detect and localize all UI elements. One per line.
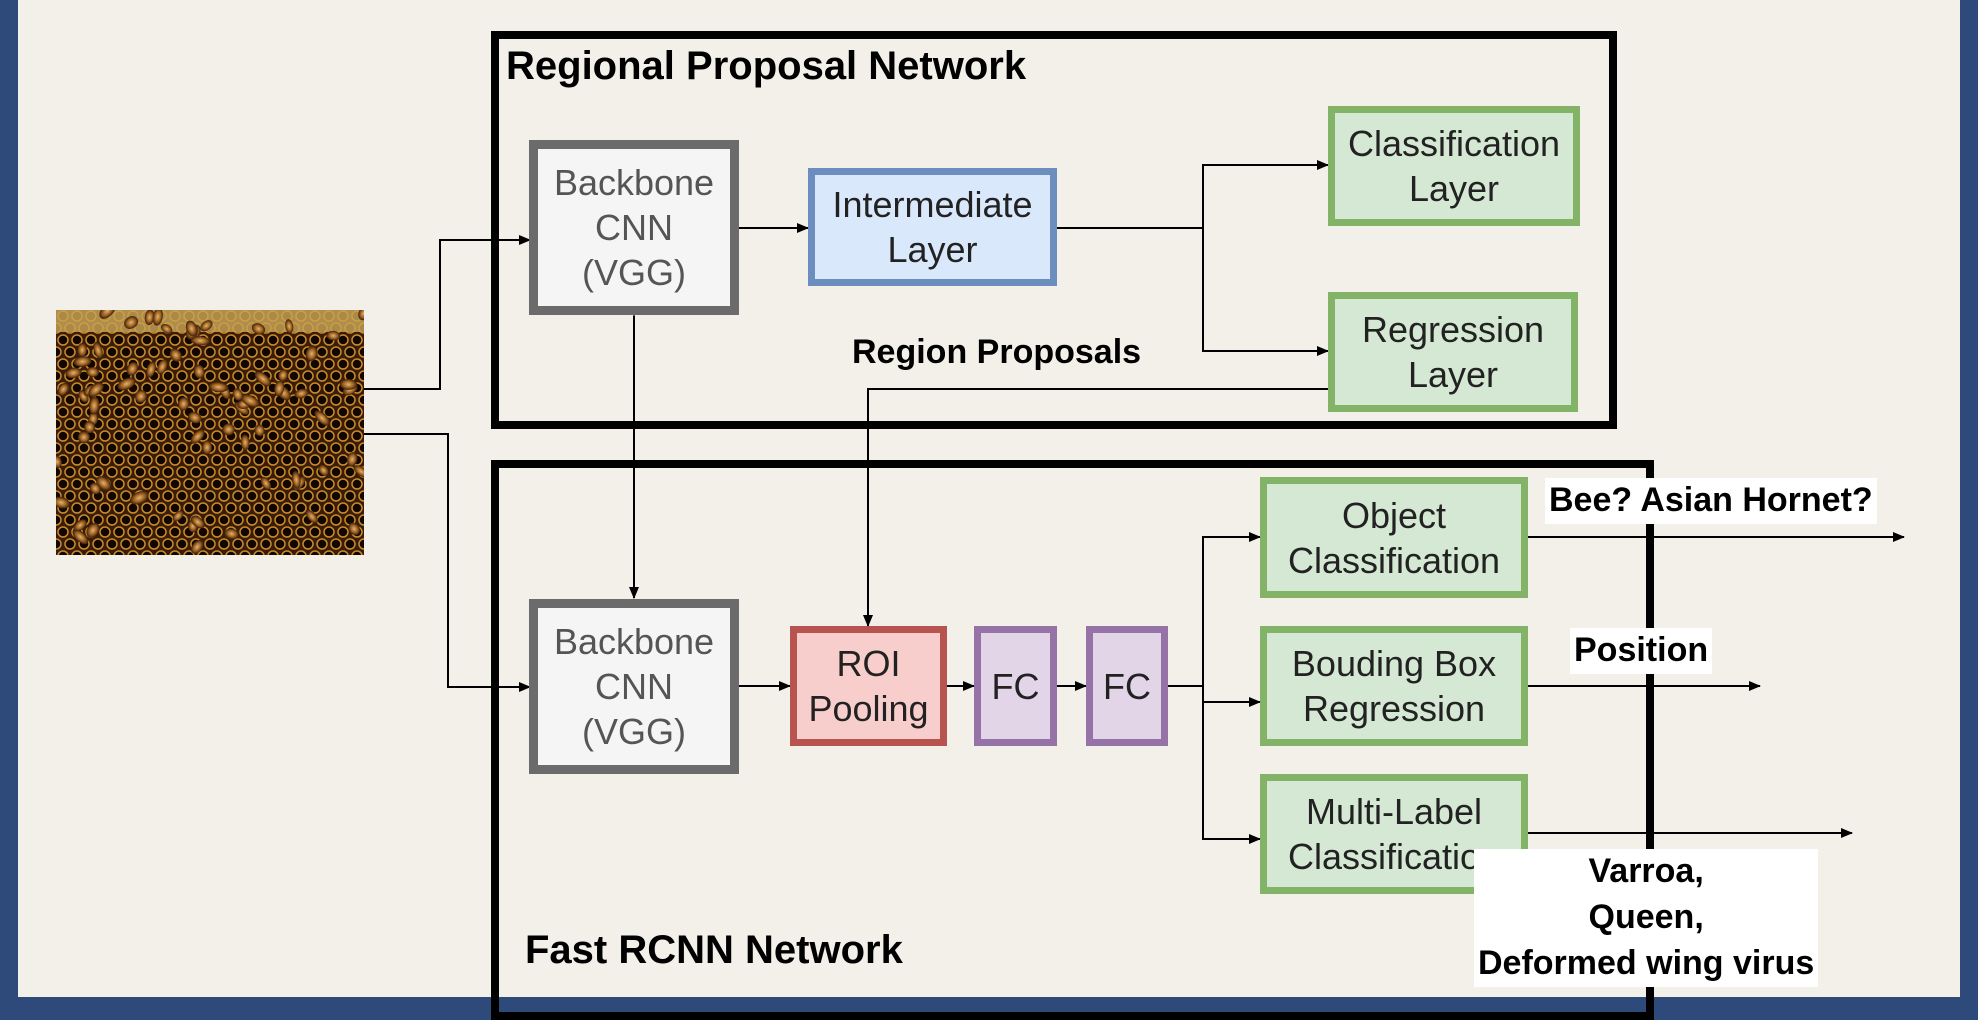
bee-shape	[274, 380, 285, 397]
bee-shape	[93, 342, 103, 359]
bee-shape	[157, 359, 168, 375]
bee-shape	[318, 464, 329, 476]
bee-shape	[358, 310, 364, 321]
split-to-classification-arrow	[1202, 160, 1329, 228]
bee-shape	[305, 346, 318, 362]
bee-shape	[146, 361, 156, 378]
regression-layer: Regression Layer	[1328, 292, 1578, 412]
bee-shape	[193, 364, 205, 379]
bee-shape	[77, 343, 88, 357]
fast-backbone-cnn: Backbone CNN (VGG)	[529, 599, 739, 774]
bee-shape	[314, 410, 330, 426]
split-to-object-classification-arrow	[1202, 532, 1261, 686]
split-to-multilabel-arrow	[1202, 686, 1261, 844]
bee-shape	[224, 528, 239, 540]
image-to-fast-backbone-arrow	[364, 433, 531, 692]
bee-shape	[129, 491, 149, 505]
bee-shape	[190, 429, 205, 444]
bee-shape	[160, 324, 173, 334]
bee-shape	[73, 519, 87, 532]
bee-shape	[117, 377, 136, 391]
image-to-rpn-backbone-arrow	[364, 235, 531, 390]
fc-layer-2: FC	[1086, 626, 1168, 746]
bee-shape	[65, 367, 82, 379]
bee-shape	[260, 476, 271, 490]
bee-shape	[241, 394, 260, 408]
diagram-stage: Regional Proposal Network Backbone CNN (…	[18, 0, 1960, 1020]
bee-shape	[144, 310, 155, 325]
bee-shape	[190, 336, 211, 346]
object-classification: Object Classification	[1260, 477, 1528, 598]
region-proposals-arrow	[863, 388, 1328, 627]
rpn-frame	[491, 31, 1617, 429]
rpn-title: Regional Proposal Network	[506, 44, 1027, 88]
bee-shape	[126, 362, 139, 376]
bee-shape	[72, 529, 89, 545]
bee-shape	[348, 522, 361, 536]
split-to-regression-arrow	[1202, 228, 1329, 356]
object-output-label: Bee? Asian Hornet?	[1545, 478, 1877, 524]
bee-shape	[86, 522, 100, 538]
bee-shape	[177, 397, 190, 411]
bee-shape	[200, 320, 213, 332]
fc-layer-1: FC	[974, 626, 1057, 746]
bee-shape	[285, 319, 294, 334]
bee-shape	[291, 470, 301, 489]
bee-shape	[294, 388, 309, 399]
bee-shape	[152, 310, 163, 326]
bee-shape	[254, 371, 271, 387]
bee-shape	[188, 411, 202, 424]
bee-shape	[202, 440, 212, 455]
bee-shape	[99, 310, 116, 319]
bee-shape	[278, 369, 288, 382]
position-output-label: Position	[1570, 628, 1713, 674]
classification-layer: Classification Layer	[1328, 106, 1580, 226]
bee-shape	[208, 382, 229, 393]
bbox-regression: Bouding Box Regression	[1260, 626, 1528, 746]
bee-shape	[254, 424, 265, 437]
bee-shape	[232, 388, 243, 401]
bee-shape	[89, 396, 100, 415]
bee-shape	[169, 348, 182, 362]
bee-shape	[185, 320, 198, 337]
bee-shape	[77, 431, 90, 444]
rpn-backbone-cnn: Backbone CNN (VGG)	[529, 140, 739, 315]
multilabel-output-label: Varroa, Queen, Deformed wing virus	[1474, 849, 1819, 987]
bee-shape	[124, 316, 139, 329]
region-proposals-label: Region Proposals	[852, 333, 1142, 371]
connector-lines	[364, 160, 1905, 844]
bee-shape	[86, 367, 100, 378]
intermediate-layer: Intermediate Layer	[808, 168, 1057, 286]
bee-shape	[240, 434, 250, 451]
bee-shape	[88, 382, 104, 397]
bee-shape	[191, 540, 204, 554]
fast-rcnn-title: Fast RCNN Network	[525, 928, 903, 972]
bee-shape	[56, 496, 70, 509]
bee-shape	[135, 389, 147, 403]
roi-pooling: ROI Pooling	[790, 626, 947, 746]
bee-honeycomb-photo	[56, 310, 364, 555]
bee-shape	[57, 382, 69, 396]
bee-shape	[326, 330, 341, 341]
bee-shape	[251, 323, 266, 335]
bee-shape	[56, 455, 62, 469]
bee-shape	[190, 515, 205, 529]
bee-shape	[222, 423, 235, 436]
bee-shape	[346, 452, 358, 467]
bee-shape	[73, 356, 92, 367]
bee-shape	[89, 482, 101, 495]
bee-shape	[353, 465, 364, 478]
bee-shape	[305, 509, 318, 524]
bee-shape	[172, 510, 184, 522]
bee-shape	[84, 421, 96, 434]
bee-shape	[339, 378, 358, 390]
